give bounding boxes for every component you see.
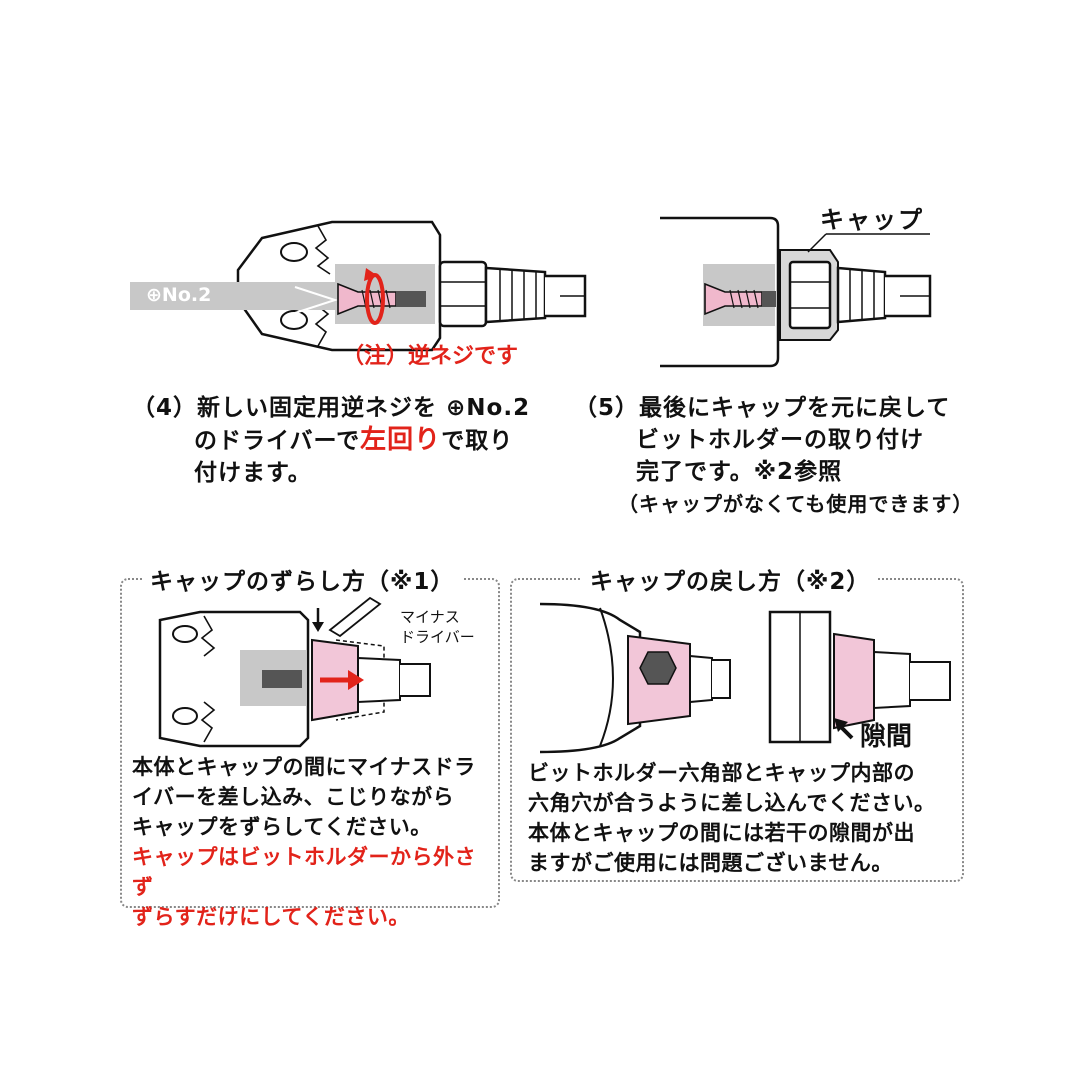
cap-label: キャップ (820, 206, 924, 234)
cap-shift-text1: 本体とキャップの間にマイナスドラ (132, 755, 476, 779)
step4-line2a: のドライバーで (194, 428, 361, 454)
bit-label: ⊕No.2 (146, 284, 212, 306)
step5-line1: 最後にキャップを元に戻して (639, 395, 951, 421)
step4-line2b: で取り (441, 428, 514, 454)
step5-line4: （キャップがなくても使用できます） (618, 492, 974, 516)
step5-text: （5）最後にキャップを元に戻して ビットホルダーの取り付け 完了です。※2参照 … (574, 392, 994, 520)
cap-shift-text3: キャップをずらしてください。 (132, 815, 432, 839)
gap-label: 隙間 (860, 722, 913, 752)
cap-return-text1: ビットホルダー六角部とキャップ内部の (528, 761, 915, 785)
step5-line2: ビットホルダーの取り付け (636, 427, 924, 453)
cap-shift-title: キャップのずらし方（※1） (142, 562, 463, 596)
cap-return-text4: ますがご使用には問題ございません。 (528, 851, 893, 875)
step4-line2-red: 左回り (360, 425, 442, 455)
cap-return-text3: 本体とキャップの間には若干の隙間が出 (528, 821, 915, 845)
step4-text: （4）新しい固定用逆ネジを ⊕No.2 のドライバーで左回りで取り 付けます。 (132, 392, 552, 489)
cap-shift-text2: イバーを差し込み、こじりながら (132, 785, 455, 809)
step4-number: （4） (132, 395, 198, 421)
cap-shift-text: 本体とキャップの間にマイナスドラ イバーを差し込み、こじりながら キャップをずら… (132, 752, 492, 932)
step4-line3: 付けます。 (194, 460, 312, 486)
step5-line3: 完了です。※2参照 (636, 459, 843, 485)
step4-line1: 新しい固定用逆ネジを ⊕No.2 (197, 395, 531, 421)
cap-return-text2: 六角穴が合うように差し込んでください。 (528, 791, 936, 815)
flat-driver-label-1: マイナス (400, 608, 460, 626)
step5-number: （5） (574, 395, 640, 421)
cap-shift-warning2: ずらすだけにしてください。 (132, 905, 410, 929)
cap-shift-warning1: キャップはビットホルダーから外さず (132, 845, 476, 899)
flat-driver-label-2: ドライバー (400, 628, 475, 646)
cap-return-text: ビットホルダー六角部とキャップ内部の 六角穴が合うように差し込んでください。 本… (528, 758, 958, 878)
cap-return-title: キャップの戻し方（※2） (582, 562, 879, 596)
reverse-thread-note: （注）逆ネジです (342, 344, 519, 369)
